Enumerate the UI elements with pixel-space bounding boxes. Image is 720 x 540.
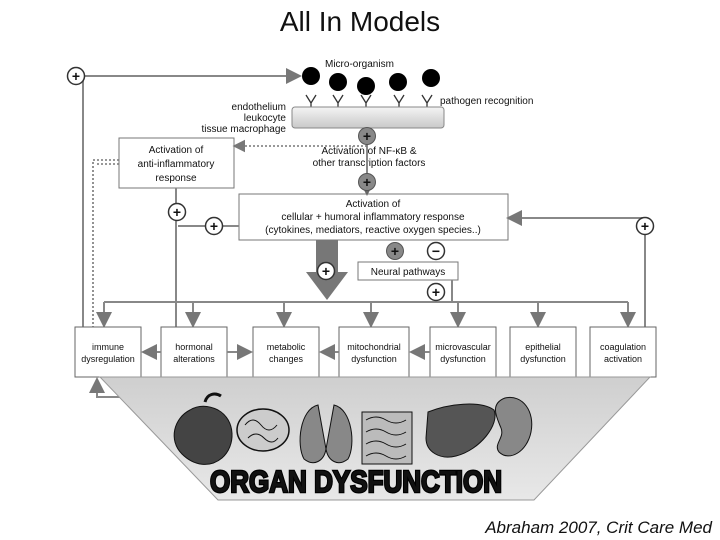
micro-organism-label: Micro-organism (325, 59, 394, 70)
anti-inflammatory-box (118, 137, 235, 189)
nfkb-label-line2: other transcription factors (313, 158, 426, 169)
box-immune-line1: immune (92, 342, 124, 352)
box-immune-line2: dysregulation (81, 354, 135, 364)
receptor-symbols (305, 94, 433, 107)
box-hormonal-line2: alterations (173, 354, 215, 364)
plus-sign-nfkb: + (358, 127, 376, 145)
box-microvascular-line1: microvascular (435, 342, 491, 352)
box-metabolic-line1: metabolic (267, 342, 306, 352)
effect-boxes (74, 326, 657, 378)
lungs-icon (299, 404, 353, 464)
svg-text:+: + (432, 284, 440, 300)
inflam-label-line3: (cytokines, mediators, reactive oxygen s… (265, 225, 481, 236)
box-metabolic-line2: changes (269, 354, 304, 364)
svg-text:+: + (363, 174, 371, 190)
svg-text:+: + (363, 128, 371, 144)
page-title: All In Models (279, 6, 441, 37)
liver-icon (425, 403, 496, 458)
cell-macrophage-label: tissue macrophage (202, 124, 287, 135)
box-hormonal-line1: hormonal (175, 342, 213, 352)
plus-sign-inflammatory: + (358, 173, 376, 191)
svg-text:+: + (173, 204, 181, 220)
neural-pathways-label: Neural pathways (371, 267, 445, 278)
svg-text:+: + (641, 218, 649, 234)
kidney-icon (495, 396, 533, 457)
cell-leukocyte-label: leukocyte (244, 113, 287, 124)
pathogen-recognition-label: pathogen recognition (440, 96, 533, 107)
plus-minus-signs: + + + + + + + + (66, 66, 655, 302)
dotted-feedback-lines (92, 139, 367, 327)
minus-sign-neural: − (426, 241, 446, 261)
box-microvascular-line2: dysfunction (440, 354, 486, 364)
cell-endothelium-label: endothelium (232, 102, 286, 113)
box-epithelial-line1: epithelial (525, 342, 561, 352)
brain-icon (236, 408, 290, 452)
plus-sign-feedback-right: + (635, 216, 655, 236)
cell-membrane-bar (291, 106, 445, 129)
plus-sign-hormonal-link: + (204, 216, 224, 236)
box-coagulation-line2: activation (604, 354, 642, 364)
intestines-icon (361, 411, 413, 465)
anti-label-line3: response (155, 173, 197, 184)
plus-sign-big-arrow: + (316, 261, 336, 281)
box-mitochondrial-line2: dysfunction (351, 354, 397, 364)
anti-label-line1: Activation of (149, 145, 204, 156)
organ-illustrations (173, 392, 533, 465)
anti-label-line2: anti-inflammatory (138, 159, 215, 170)
nfkb-label-line1: Activation of NF-κB & (321, 146, 416, 157)
plus-sign-anti: + (167, 202, 187, 222)
svg-text:+: + (391, 243, 399, 259)
inflam-label-line2: cellular + humoral inflammatory response (281, 212, 465, 223)
svg-text:+: + (322, 263, 330, 279)
svg-text:+: + (210, 218, 218, 234)
box-mitochondrial-line1: mitochondrial (347, 342, 401, 352)
micro-organism-dots (302, 67, 440, 95)
box-coagulation-line1: coagulation (600, 342, 646, 352)
plus-sign-neural-down: + (426, 282, 446, 302)
effect-box-labels: immune dysregulation hormonal alteration… (81, 342, 646, 364)
svg-text:−: − (432, 243, 440, 259)
citation: Abraham 2007, Crit Care Med (485, 518, 712, 537)
plus-sign-feedback-left: + (66, 66, 86, 86)
box-epithelial-line2: dysfunction (520, 354, 566, 364)
right-feedback-line (506, 210, 646, 327)
heart-icon (173, 405, 233, 465)
neural-pathways-box (357, 261, 459, 281)
organ-dysfunction-label: ORGAN DYSFUNCTION (210, 464, 502, 499)
inflam-label-line1: Activation of (346, 199, 401, 210)
svg-text:+: + (72, 68, 80, 84)
plus-sign-neural-up: + (386, 242, 404, 260)
